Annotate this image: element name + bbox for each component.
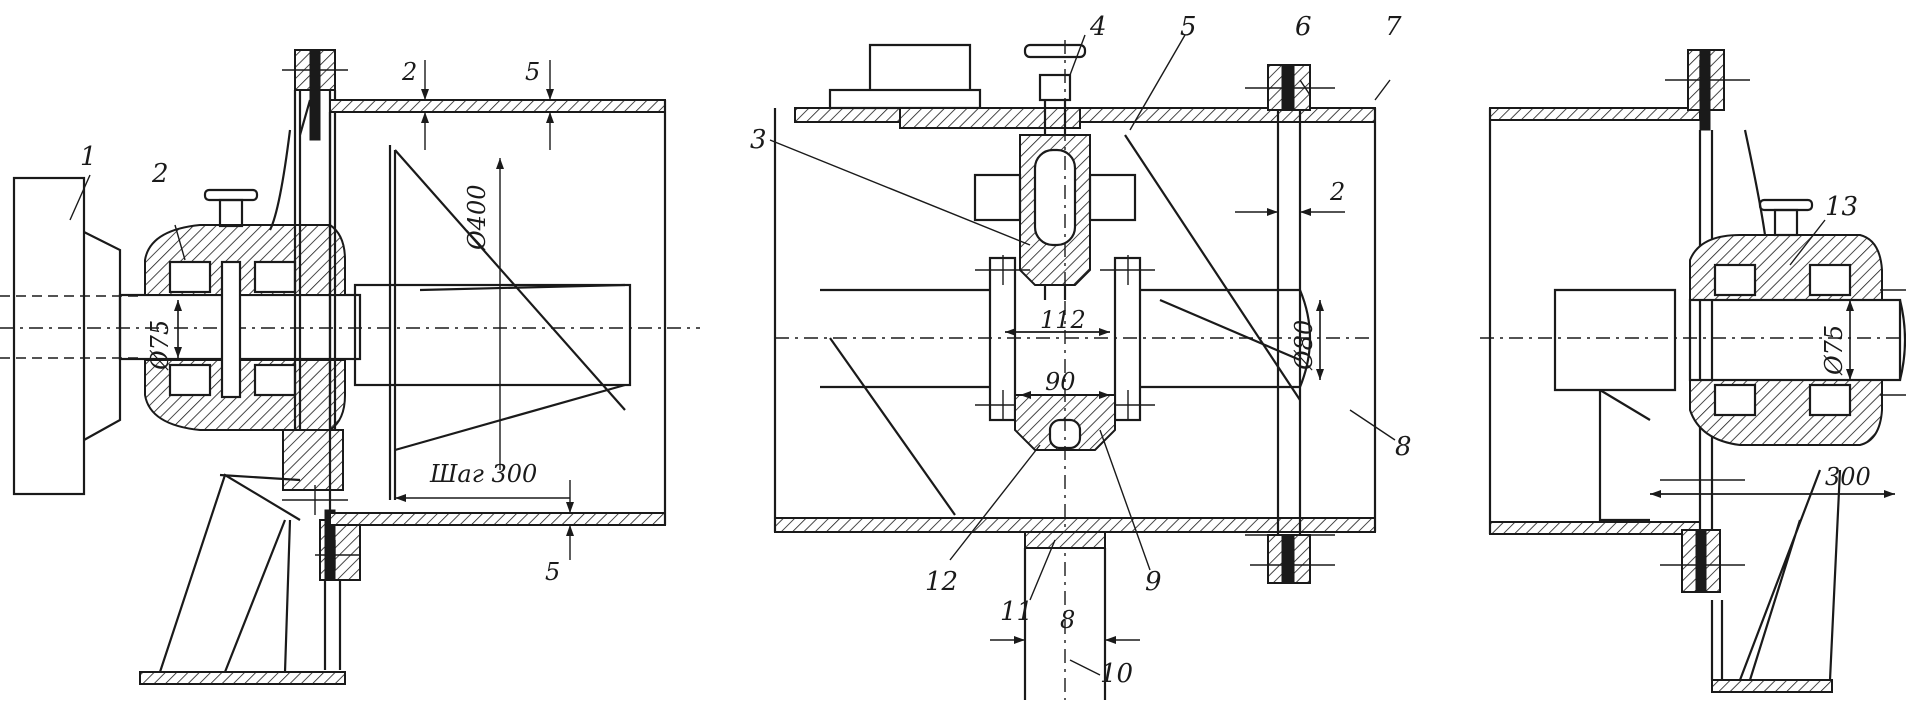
dim-wall-top-left: 5	[525, 58, 540, 86]
dim-length-90: 90	[1045, 368, 1076, 396]
label-part-11: 11	[1000, 597, 1033, 627]
label-part-3: 3	[750, 125, 767, 155]
left-view	[0, 49, 700, 685]
label-part-6: 6	[1295, 12, 1312, 42]
center-view	[773, 40, 1377, 700]
label-part-2: 2	[151, 159, 169, 189]
right-view	[1480, 49, 1906, 693]
dim-gap-top-left: 2	[401, 58, 417, 86]
dim-diameter-400: Ø400	[463, 185, 491, 251]
label-part-7: 7	[1385, 12, 1402, 42]
dim-wall-bottom-left: 5	[545, 558, 560, 586]
dim-pitch: Шаг 300	[429, 460, 537, 488]
label-part-13: 13	[1825, 192, 1858, 222]
motor-block	[12, 176, 86, 496]
label-part-10: 10	[1100, 659, 1133, 689]
leaders	[69, 34, 1895, 676]
dim-width-8: 8	[1060, 606, 1075, 634]
dim-diameter-80: Ø80	[1290, 320, 1318, 371]
dim-gap-mid: 2	[1329, 178, 1345, 206]
dim-diameter-75-left: Ø75	[146, 320, 174, 371]
label-part-1: 1	[80, 142, 97, 172]
label-part-4: 4	[1089, 12, 1107, 42]
label-part-12: 12	[925, 567, 958, 597]
dim-length-112: 112	[1040, 306, 1086, 334]
label-part-5: 5	[1180, 12, 1197, 42]
dim-length-300: 300	[1825, 463, 1871, 491]
dimension-labels: 2 5 5 Ø400 Ø75 Шаг 300 112 90 Ø80 2 8 Ø7…	[146, 58, 1871, 634]
label-part-9: 9	[1145, 567, 1162, 597]
dim-diameter-75-right: Ø75	[1820, 325, 1848, 376]
label-part-8: 8	[1395, 432, 1412, 462]
callouts: 1 2 3 4 5 6 7 8 9 10 11 12 13	[80, 12, 1858, 689]
